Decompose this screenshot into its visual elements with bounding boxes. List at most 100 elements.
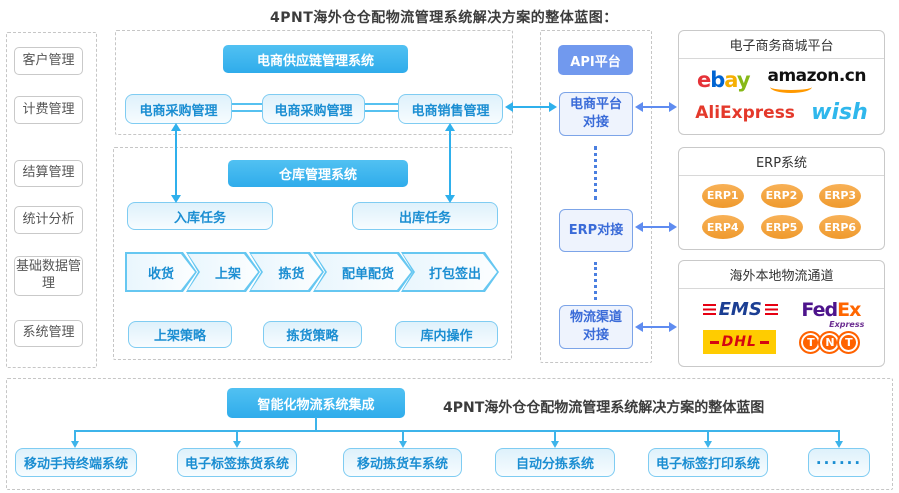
process-step-label: 配单配货: [341, 266, 394, 282]
sidebar-item-billing-mgmt: 计费管理: [14, 96, 83, 124]
amazon-smile-icon: [769, 81, 812, 93]
erp-badge: ERP6: [819, 215, 862, 240]
fedex-logo: FedEx Express: [801, 298, 864, 329]
erp-row: ERP1 ERP2 ERP3: [685, 183, 878, 208]
sidebar-item-customer-mgmt: 客户管理: [14, 47, 83, 75]
ems-text: EMS: [718, 299, 762, 321]
arrow-api-logistics: [635, 322, 677, 332]
warehouse-header: 仓库管理系统: [228, 160, 408, 187]
node-outbound-task: 出库任务: [352, 202, 498, 230]
node-ecom-platform-connect: 电商平台对接: [559, 92, 633, 136]
panel-logistics-body: EMS FedEx Express DHL T N T: [679, 289, 884, 364]
panel-ecommerce-platforms: 电子商务商城平台 ebay amazon.cn AliExpress wish: [678, 30, 885, 135]
sidebar-item-basic-data-mgmt: 基础数据管理: [14, 256, 83, 296]
tree-drop-3: [399, 431, 407, 448]
panel-logistics-channels: 海外本地物流通道 EMS FedEx Express DHL: [678, 260, 885, 367]
fedex-ex: Ex: [837, 298, 861, 321]
ebay-letter: b: [710, 67, 725, 92]
dhl-logo: DHL: [702, 330, 776, 355]
panel-ecommerce-title: 电子商务商城平台: [679, 31, 884, 59]
tree-drop-6: [835, 431, 843, 448]
node-etag-printing-system: 电子标签打印系统: [648, 448, 768, 477]
arrow-api-erp: [635, 222, 677, 232]
logo-row: DHL T N T: [679, 330, 884, 355]
node-ecom-purchase-1: 电商采购管理: [125, 94, 232, 124]
bottom-container: [6, 378, 893, 490]
erp-row: ERP4 ERP5 ERP6: [685, 215, 878, 240]
dotted-link-1: [594, 146, 597, 200]
supply-chain-header: 电商供应链管理系统: [223, 45, 408, 73]
ems-logo: EMS: [702, 299, 778, 321]
link-purchase1-purchase2: [232, 103, 262, 112]
chevron-fill: [127, 254, 195, 290]
ebay-letter: a: [724, 67, 737, 92]
process-step-label: 拣货: [278, 266, 305, 282]
panel-logistics-title: 海外本地物流通道: [679, 261, 884, 289]
process-step-allocate: 配单配货: [313, 252, 413, 292]
logo-row: ebay amazon.cn: [679, 66, 884, 93]
node-etag-picking-system: 电子标签拣货系统: [177, 448, 297, 477]
ebay-letter: e: [696, 67, 711, 92]
logo-row: EMS FedEx Express: [679, 298, 884, 329]
sidebar-container: [6, 32, 97, 368]
arrow-sales-apiplatform: [505, 102, 557, 112]
process-step-label: 收货: [147, 266, 174, 282]
node-ecom-sales: 电商销售管理: [398, 94, 503, 124]
erp-badge: ERP1: [701, 183, 744, 208]
panel-ecommerce-body: ebay amazon.cn AliExpress wish: [679, 59, 884, 132]
node-mobile-handheld-system: 移动手持终端系统: [15, 448, 137, 477]
sidebar-item-statistics: 统计分析: [14, 206, 83, 234]
tree-drop-2: [233, 431, 241, 448]
dhl-stripe: [759, 340, 769, 344]
erp-badge: ERP3: [819, 183, 862, 208]
panel-erp-systems: ERP系统 ERP1 ERP2 ERP3 ERP4 ERP5 ERP6: [678, 147, 885, 250]
tree-drop-4: [551, 431, 559, 448]
dhl-text: DHL: [721, 334, 757, 351]
logo-row: AliExpress wish: [679, 100, 884, 125]
process-step-label: 上架: [214, 266, 241, 282]
tree-drop-1: [71, 431, 79, 448]
tnt-circle: T: [837, 330, 861, 354]
arrow-sales-outbound: [445, 123, 455, 203]
chevron-fill: [315, 254, 411, 290]
arrow-purchase-inbound: [171, 123, 181, 203]
bottom-caption: 4PNT海外仓仓配物流管理系统解决方案的整体蓝图: [443, 400, 765, 416]
node-mobile-picking-cart-system: 移动拣货车系统: [343, 448, 462, 477]
node-shelving-strategy: 上架策略: [128, 321, 232, 348]
tnt-logo: T N T: [799, 330, 861, 354]
amazon-logo: amazon.cn: [768, 66, 866, 93]
erp-badge: ERP4: [701, 215, 744, 240]
node-erp-connect: ERP对接: [559, 209, 633, 252]
erp-badge: ERP5: [760, 215, 803, 240]
sidebar-item-system-mgmt: 系统管理: [14, 320, 83, 347]
chevron-fill: [403, 254, 497, 290]
fedex-fed: Fed: [801, 298, 838, 321]
process-step-pack-checkout: 打包签出: [401, 252, 499, 292]
tree-stem: [315, 417, 317, 431]
panel-erp-title: ERP系统: [679, 148, 884, 176]
ebay-logo: ebay: [696, 67, 751, 92]
node-logistics-channel-connect: 物流渠道对接: [559, 305, 633, 349]
wish-logo: wish: [811, 100, 868, 125]
node-inbound-task: 入库任务: [127, 202, 273, 230]
tree-drop-5: [704, 431, 712, 448]
dotted-link-2: [594, 262, 597, 300]
process-step-shelve: 上架: [186, 252, 260, 292]
smart-logistics-header: 智能化物流系统集成: [227, 388, 405, 418]
api-platform-container: [540, 30, 652, 363]
node-ecom-purchase-2: 电商采购管理: [262, 94, 365, 124]
dhl-stripe: [709, 340, 719, 344]
fedex-express: Express: [829, 319, 865, 329]
api-platform-header: API平台: [558, 45, 633, 75]
aliexpress-logo: AliExpress: [695, 102, 795, 123]
sidebar-item-settlement-mgmt: 结算管理: [14, 160, 83, 187]
process-step-pick: 拣货: [249, 252, 324, 292]
supply-chain-container: [115, 30, 513, 135]
erp-badge: ERP2: [760, 183, 803, 208]
ems-stripes-icon: [702, 304, 716, 316]
node-inwarehouse-ops: 库内操作: [395, 321, 498, 348]
node-more-systems: ······: [808, 448, 870, 477]
node-picking-strategy: 拣货策略: [263, 321, 362, 348]
process-step-label: 打包签出: [428, 266, 481, 282]
